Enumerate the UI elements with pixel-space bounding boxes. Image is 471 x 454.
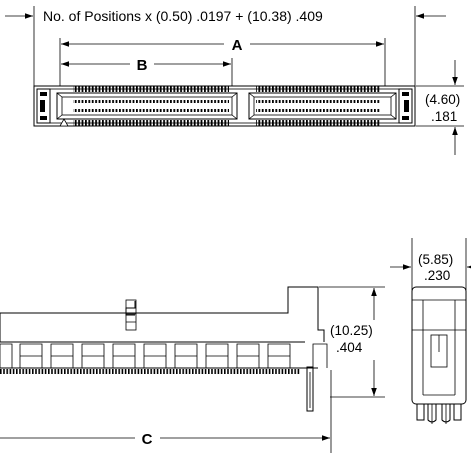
left-latch (36, 88, 51, 124)
side-height-mm-label: (10.25) (330, 323, 373, 338)
side-view: (10.25) .404 C (0, 286, 385, 453)
dimension-c-label: C (142, 431, 153, 448)
left-contact-block (56, 92, 238, 120)
end-body (411, 286, 467, 405)
top-height-mm-label: (4.60) (425, 92, 460, 107)
right-contact-pins-upper (256, 86, 380, 92)
dimension-a-label: A (232, 37, 243, 54)
side-bottom-pins (0, 369, 300, 374)
board-lock (306, 366, 314, 412)
top-height-in-label: .181 (431, 109, 457, 124)
pin-one-marker-icon (59, 118, 69, 127)
dimension-b-label: B (137, 57, 148, 74)
top-view: No. of Positions x (0.50) .0197 + (10.38… (5, 6, 464, 155)
left-contact-pins-upper (73, 86, 229, 92)
end-width-mm-label: (5.85) (418, 252, 453, 267)
end-width-in-label: .230 (424, 268, 450, 283)
side-body-outline (0, 286, 325, 342)
end-view: (5.85) .230 (390, 238, 471, 424)
right-contact-pins-lower (256, 120, 380, 126)
right-latch (398, 88, 413, 124)
left-contact-pins-lower (73, 120, 229, 126)
side-height-in-label: .404 (336, 340, 363, 355)
contact-windows (0, 343, 328, 368)
end-legs (416, 403, 462, 424)
right-contact-block (248, 92, 397, 120)
positions-formula-label: No. of Positions x (0.50) .0197 + (10.38… (43, 8, 323, 24)
